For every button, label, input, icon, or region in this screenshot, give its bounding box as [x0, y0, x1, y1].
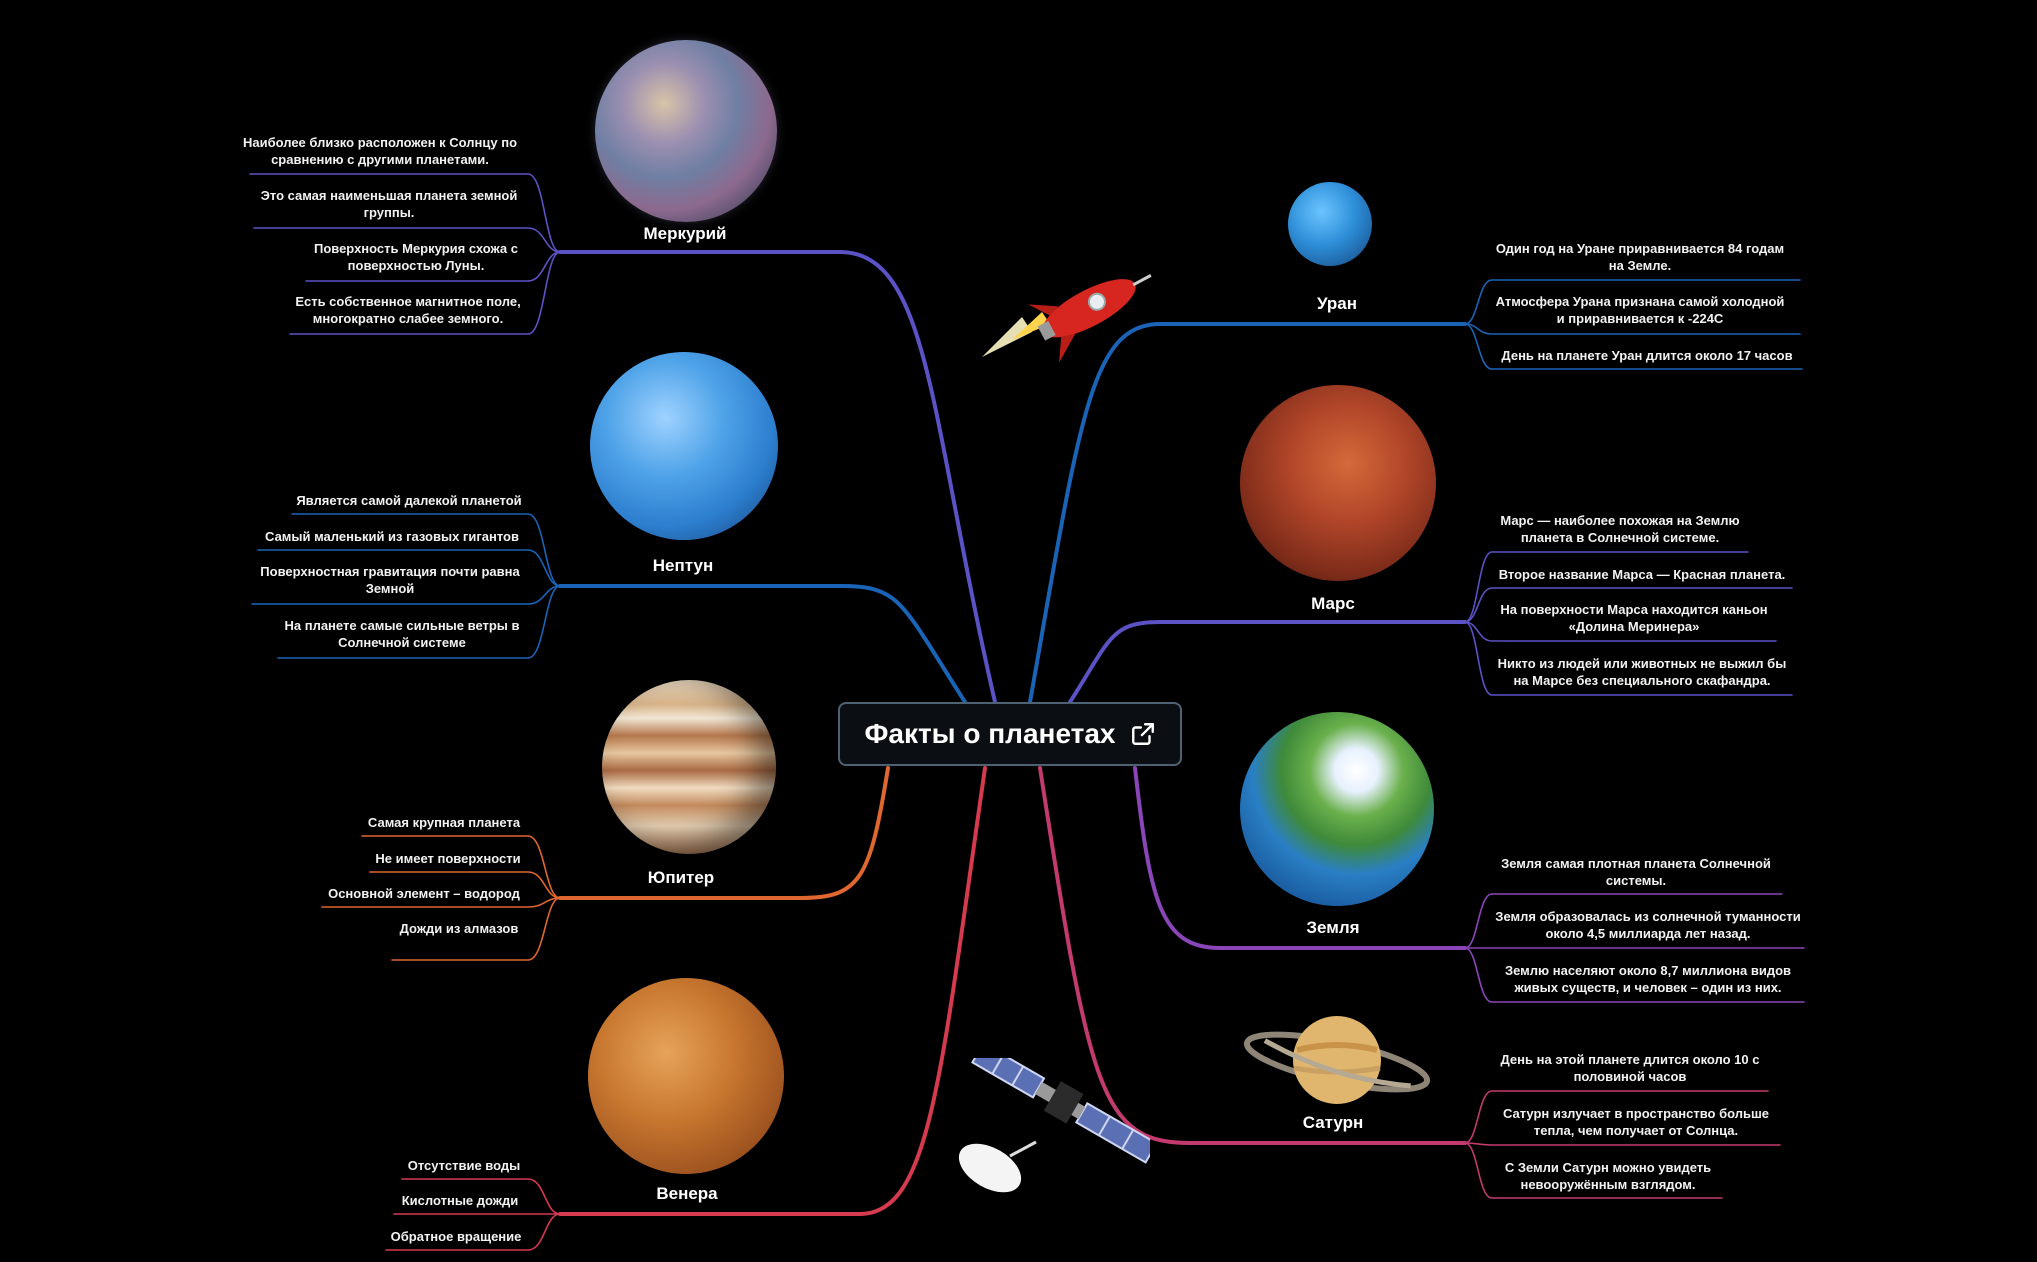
fact-saturn-1[interactable]: День на этой планете длится около 10 с п… [1500, 1052, 1760, 1084]
fact-mercury-1[interactable]: Наиболее близко расположен к Солнцу по с… [242, 135, 518, 167]
fact-line-venus-3 [385, 1213, 561, 1251]
fact-line-mercury-1 [249, 173, 561, 253]
fact-line-mercury-4 [289, 251, 561, 335]
rocket-icon [972, 262, 1162, 363]
earth-planet-image [1240, 712, 1434, 906]
fact-line-neptune-1 [291, 513, 561, 587]
fact-line-mars-3 [1464, 621, 1777, 642]
fact-earth-2[interactable]: Земля образовалась из солнечной туманнос… [1495, 909, 1801, 941]
central-topic-title: Факты о планетах [864, 718, 1116, 749]
fact-neptune-2[interactable]: Самый маленький из газовых гигантов [265, 529, 519, 544]
fact-line-jupiter-2 [369, 871, 561, 899]
fact-jupiter-4[interactable]: Дожди из алмазов [399, 921, 519, 936]
saturn-planet-image [1242, 1010, 1432, 1110]
fact-line-mercury-3 [305, 251, 561, 282]
fact-line-mars-2 [1464, 587, 1793, 623]
fact-line-venus-1 [401, 1178, 561, 1215]
fact-jupiter-2[interactable]: Не имеет поверхности [375, 851, 521, 866]
fact-line-neptune-3 [251, 585, 561, 605]
branch-line-venus [558, 766, 987, 1216]
mars-planet-image [1240, 385, 1436, 581]
satellite-icon [950, 1041, 1158, 1198]
branch-line-uranus [1028, 322, 1467, 704]
fact-earth-3[interactable]: Землю населяют около 8,7 миллиона видов … [1504, 963, 1792, 995]
neptune-planet-image [590, 352, 778, 540]
fact-line-earth-1 [1464, 893, 1783, 949]
branch-name-earth[interactable]: Земля [1306, 918, 1360, 937]
fact-uranus-3[interactable]: День на планете Уран длится около 17 час… [1501, 348, 1793, 363]
fact-line-saturn-3 [1464, 1142, 1723, 1199]
mercury-planet-image [595, 40, 777, 222]
branch-name-uranus[interactable]: Уран [1316, 294, 1358, 313]
venus-planet-image [588, 978, 784, 1174]
branch-name-mercury[interactable]: Меркурий [643, 224, 727, 243]
branch-name-neptune[interactable]: Нептун [652, 556, 714, 575]
fact-uranus-1[interactable]: Один год на Уране приравнивается 84 года… [1495, 241, 1785, 273]
fact-mercury-3[interactable]: Поверхность Меркурия схожа с поверхность… [313, 241, 519, 273]
fact-jupiter-1[interactable]: Самая крупная планета [367, 815, 521, 830]
branch-line-mars [1068, 620, 1467, 704]
uranus-planet-image [1288, 182, 1372, 266]
central-topic[interactable]: Факты о планетах [838, 702, 1182, 766]
fact-line-jupiter-1 [361, 835, 561, 899]
branch-line-mercury [558, 250, 997, 704]
fact-neptune-4[interactable]: На планете самые сильные ветры в Солнечн… [284, 618, 520, 650]
fact-venus-2[interactable]: Кислотные дожди [401, 1193, 519, 1208]
fact-neptune-3[interactable]: Поверхностная гравитация почти равна Зем… [260, 564, 520, 596]
fact-line-earth-3 [1464, 947, 1805, 1003]
fact-line-uranus-3 [1464, 323, 1803, 370]
external-link-icon[interactable] [1130, 721, 1156, 747]
fact-jupiter-3[interactable]: Основной элемент – водород [328, 886, 520, 901]
fact-line-mars-1 [1464, 551, 1749, 623]
fact-mercury-4[interactable]: Есть собственное магнитное поле, многокр… [295, 294, 521, 326]
branch-line-saturn [1038, 766, 1467, 1145]
branch-line-neptune [558, 584, 967, 704]
fact-line-jupiter-4 [391, 897, 561, 961]
fact-line-mars-4 [1464, 621, 1793, 696]
fact-saturn-2[interactable]: Сатурн излучает в пространство больше те… [1502, 1106, 1770, 1138]
fact-mercury-2[interactable]: Это самая наименьшая планета земной груп… [260, 188, 518, 220]
branch-name-venus[interactable]: Венера [656, 1184, 718, 1203]
branch-name-jupiter[interactable]: Юпитер [647, 868, 715, 887]
fact-line-neptune-2 [257, 549, 561, 587]
fact-venus-3[interactable]: Обратное вращение [390, 1229, 522, 1244]
fact-neptune-1[interactable]: Является самой далекой планетой [296, 493, 522, 508]
fact-line-saturn-1 [1464, 1090, 1769, 1144]
jupiter-planet-image [602, 680, 776, 854]
branch-line-earth [1133, 766, 1467, 950]
fact-mars-4[interactable]: Никто из людей или животных не выжил бы … [1497, 656, 1787, 688]
fact-line-jupiter-3 [321, 897, 561, 908]
branch-name-saturn[interactable]: Сатурн [1302, 1113, 1364, 1132]
fact-line-uranus-1 [1464, 279, 1801, 325]
fact-line-mercury-2 [253, 227, 561, 253]
fact-mars-1[interactable]: Марс — наиболее похожая на Землю планета… [1500, 513, 1740, 545]
fact-mars-3[interactable]: На поверхности Марса находится каньон «Д… [1500, 602, 1768, 634]
fact-uranus-2[interactable]: Атмосфера Урана признана самой холодной … [1495, 294, 1785, 326]
fact-earth-1[interactable]: Земля самая плотная планета Солнечной си… [1501, 856, 1771, 888]
fact-line-neptune-4 [277, 585, 561, 659]
fact-venus-1[interactable]: Отсутствие воды [407, 1158, 521, 1173]
fact-mars-2[interactable]: Второе название Марса — Красная планета. [1498, 567, 1786, 582]
fact-saturn-3[interactable]: С Земли Сатурн можно увидеть невооружённ… [1504, 1160, 1712, 1192]
branch-name-mars[interactable]: Марс [1311, 594, 1355, 613]
branch-line-jupiter [558, 766, 890, 900]
fact-line-saturn-2 [1464, 1142, 1781, 1146]
